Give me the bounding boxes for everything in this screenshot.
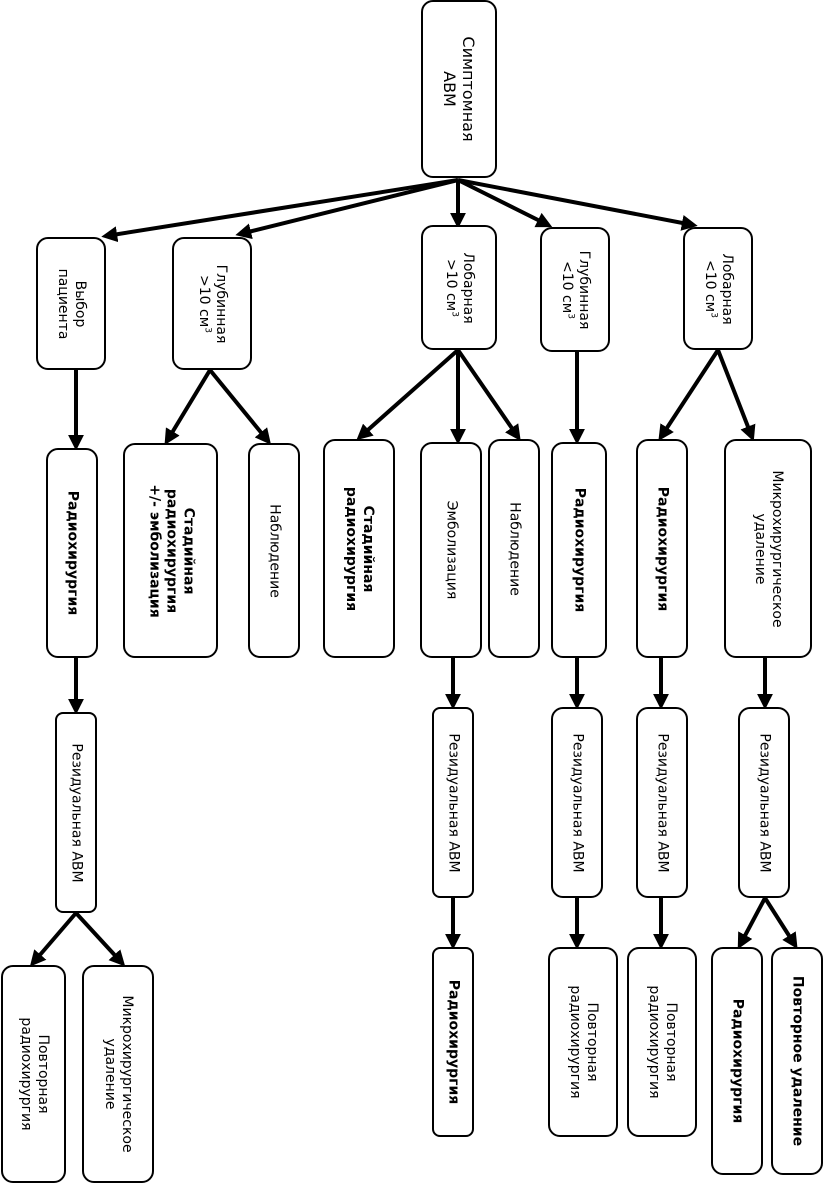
node-label: Радиохирургия (729, 998, 746, 1124)
arrow-c1-resid-to-micro (74, 911, 126, 967)
node-label: Стадийная (180, 507, 196, 594)
node-label: Радиохирургия (445, 979, 462, 1105)
arrow-lobar-gt-to-staged (356, 348, 460, 441)
node-label: Резидуальная АВМ (68, 742, 85, 883)
node-c3-residual-avm: Резидуальная АВМ (432, 707, 474, 898)
node-c5-residual-avm: Резидуальная АВМ (636, 707, 688, 898)
node-label: радиохирургия (17, 1017, 34, 1131)
node-label: <10 см (702, 259, 718, 312)
arrow-deep-gt-to-obs (208, 368, 272, 445)
arrow-root-to-deep-gt (235, 178, 459, 240)
node-label: Повторная (584, 1002, 600, 1082)
node-c1-residual-avm: Резидуальная АВМ (55, 712, 97, 913)
node-label: Микрохирургическое (769, 469, 785, 628)
node-c3-observation: Наблюдение (488, 439, 540, 658)
node-c6-repeat-removal: Повторное удаление (771, 947, 823, 1175)
node-label: АВМ (440, 71, 459, 107)
node-label: пациента (55, 268, 71, 339)
node-label: Эмболизация (443, 500, 460, 600)
node-c6-radiosurgery: Радиохирургия (711, 947, 763, 1175)
node-label: удаление (102, 1038, 118, 1110)
superscript: 3 (708, 311, 719, 318)
node-label: Резидуальная АВМ (569, 732, 586, 873)
arrow-lobar-gt-to-obs (456, 348, 521, 441)
node-c6-residual-avm: Резидуальная АВМ (738, 707, 790, 898)
node-c1-microsurgical-removal: Микрохирургическое удаление (82, 965, 154, 1183)
node-label: Глубинная (213, 264, 229, 343)
node-c4-radiosurgery: Радиохирургия (551, 442, 607, 658)
node-label: Лобарная (460, 251, 476, 324)
node-c6-microsurgical-removal: Микрохирургическое удаление (724, 439, 812, 658)
superscript: 3 (202, 326, 213, 333)
node-label: +/- эмболизация (146, 483, 162, 618)
node-symptomatic-avm: Симптомная АВМ (421, 0, 497, 178)
node-label: Повторная (663, 1002, 679, 1082)
arrow-c6-resid-to-radio (737, 897, 767, 950)
node-label: удаление (752, 513, 768, 584)
node-label: радиохирургия (343, 486, 359, 611)
node-label: Радиохирургия (654, 486, 671, 611)
arrow-root-to-deep-lt (457, 178, 553, 228)
arrow-lobar-lt-to-radio (658, 348, 720, 442)
node-label: Микрохирургическое (119, 995, 135, 1153)
node-c4-repeat-radiosurgery: Повторная радиохирургия (548, 947, 618, 1137)
arrow-lobar-lt-to-micro (716, 349, 756, 442)
node-label: <10 см (559, 260, 575, 313)
node-lobar-lt-10: Лобарная <10 см3 (683, 227, 753, 350)
node-c1-radiosurgery: Радиохирургия (46, 448, 98, 658)
arrow-root-to-patient (101, 178, 459, 243)
node-label: радиохирургия (646, 985, 662, 1099)
node-c1-repeat-radiosurgery: Повторная радиохирургия (1, 965, 66, 1183)
node-c2-observation: Наблюдение (248, 443, 300, 658)
node-c5-radiosurgery: Радиохирургия (636, 439, 688, 658)
node-label: Резидуальная АВМ (445, 732, 462, 873)
node-label: Стадийная (360, 505, 376, 592)
node-label: Выбор (72, 280, 88, 327)
node-deep-lt-10: Глубинная <10 см3 (540, 227, 610, 352)
node-label: Симптомная (459, 36, 478, 142)
node-label: Наблюдение (506, 501, 523, 596)
node-c3-radiosurgery: Радиохирургия (432, 947, 474, 1137)
node-label: Резидуальная АВМ (756, 732, 773, 873)
node-label: >10 см (196, 274, 212, 327)
node-label: Повторная (34, 1034, 51, 1114)
node-label: Радиохирургия (64, 490, 81, 616)
superscript: 3 (565, 312, 576, 319)
node-label: Радиохирургия (571, 487, 588, 613)
node-c4-residual-avm: Резидуальная АВМ (551, 707, 603, 898)
node-c2-staged-radiosurgery-embolization: Стадийная радиохирургия +/- эмболизация (123, 443, 218, 658)
node-label: >10 см (443, 258, 459, 311)
arrow-c1-resid-to-repeat (29, 911, 78, 967)
node-label: Глубинная (576, 250, 592, 329)
node-label: Резидуальная АВМ (654, 732, 671, 873)
superscript: 3 (449, 310, 460, 317)
arrow-deep-gt-to-staged (164, 368, 212, 446)
node-label: радиохирургия (163, 488, 179, 613)
node-lobar-gt-10: Лобарная >10 см3 (421, 225, 497, 350)
node-label: Повторное удаление (789, 975, 806, 1147)
arrow-root-to-lobar-lt (457, 178, 698, 231)
node-label: Наблюдение (266, 503, 283, 598)
node-patient-selection: Выбор пациента (36, 237, 106, 370)
node-label: Лобарная (719, 252, 735, 325)
node-deep-gt-10: Глубинная >10 см3 (172, 237, 252, 370)
node-c3-staged-radiosurgery: Стадийная радиохирургия (323, 439, 395, 658)
arrow-c6-resid-to-reremoval (763, 896, 798, 950)
node-c3-embolization: Эмболизация (420, 442, 482, 658)
node-label: радиохирургия (567, 985, 583, 1099)
node-c5-repeat-radiosurgery: Повторная радиохирургия (627, 947, 697, 1137)
